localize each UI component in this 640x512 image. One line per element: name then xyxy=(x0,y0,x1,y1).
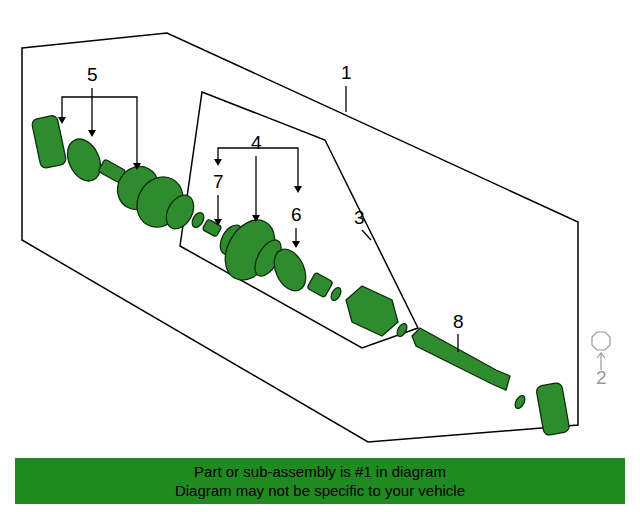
arrowhead xyxy=(294,186,302,193)
arrowhead xyxy=(133,163,141,170)
leader-line xyxy=(457,334,458,352)
nut-symbol xyxy=(592,332,610,350)
callout-number: 7 xyxy=(213,172,224,192)
assembly-outline xyxy=(22,33,578,442)
notice-banner: Part or sub-assembly is #1 in diagramDia… xyxy=(15,458,625,504)
callout-number: 3 xyxy=(354,208,365,228)
callout-number: 4 xyxy=(251,133,262,153)
tripod xyxy=(307,272,333,297)
callout-number: 2 xyxy=(596,368,607,388)
grease-pack xyxy=(31,115,67,169)
bracket xyxy=(218,148,298,187)
banner-text: Part or sub-assembly is #1 in diagram xyxy=(21,462,619,481)
leader-line xyxy=(217,195,218,220)
arrowheads xyxy=(58,117,302,248)
arrowhead xyxy=(252,215,260,222)
arrowhead xyxy=(597,353,605,358)
arrowhead xyxy=(214,219,222,226)
arrowhead xyxy=(58,117,66,124)
callout-number: 5 xyxy=(87,65,98,85)
callout-number: 1 xyxy=(341,63,352,83)
snap-ring xyxy=(395,322,409,338)
boot-clamp xyxy=(61,134,107,187)
arrowhead xyxy=(88,130,96,137)
assembly-outline xyxy=(22,33,578,442)
bracket xyxy=(62,97,137,164)
subassembly-outline xyxy=(180,92,418,348)
grease-pack xyxy=(536,382,570,436)
leader-line xyxy=(255,156,256,216)
arrowhead xyxy=(292,241,300,248)
leader-line xyxy=(345,86,346,112)
part-2-symbol xyxy=(592,332,610,370)
banner-text: Diagram may not be specific to your vehi… xyxy=(21,481,619,500)
leader-lines xyxy=(62,86,458,352)
axle-parts xyxy=(31,115,570,436)
snap-ring xyxy=(513,394,527,410)
callout-number: 8 xyxy=(453,312,464,332)
callout-number: 6 xyxy=(291,205,302,225)
shaft xyxy=(412,328,510,390)
leader-line xyxy=(362,230,371,240)
leader-line xyxy=(295,228,296,242)
snap-ring xyxy=(329,286,343,302)
arrowhead xyxy=(214,159,222,166)
inner-housing xyxy=(346,286,398,336)
leader-line xyxy=(91,88,92,131)
clamp-part xyxy=(202,219,222,237)
boot-clamp xyxy=(268,244,312,296)
